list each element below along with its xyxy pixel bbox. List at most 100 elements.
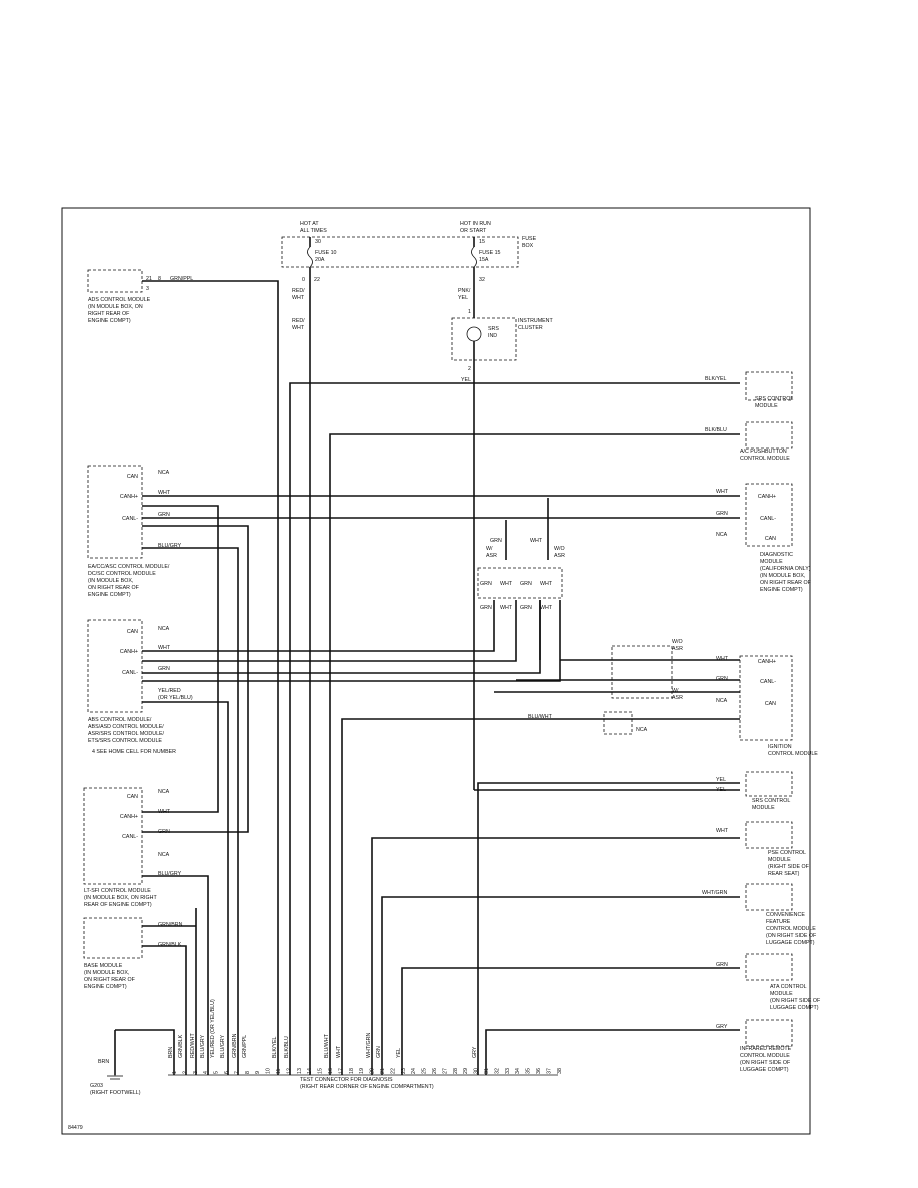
tc-wire-12: WHT/GRN	[366, 1033, 372, 1058]
opt-bot-1: WHT	[500, 605, 513, 611]
tc-pin-4: 4	[203, 1071, 209, 1074]
tc-pin-33: 33	[505, 1068, 511, 1074]
red-wht-label-a: RED/WHT	[292, 288, 305, 301]
w-asr-label-2: W/ASR	[672, 688, 683, 701]
w-asr-label: W/ASR	[486, 546, 497, 559]
ground-label: G203(RIGHT FOOTWELL)	[90, 1083, 141, 1096]
ic-pin1: 1	[468, 309, 471, 315]
diag-row-0: CANH+	[758, 494, 776, 500]
ground-symbol	[107, 1075, 123, 1080]
fuse10-pin: 30	[315, 239, 321, 245]
asr-option-box-2	[611, 645, 673, 699]
ea-module-box	[87, 465, 143, 559]
lt-row-0: CAN	[127, 794, 138, 800]
abs-row-0: CAN	[127, 629, 138, 635]
tc-pin-10: 10	[266, 1068, 272, 1074]
tc-pin-8: 8	[245, 1071, 251, 1074]
left-wire-label-4: NCA	[158, 626, 170, 632]
ads-pin-b: 8	[158, 276, 161, 282]
ign-wire-0: WHT	[716, 656, 729, 662]
diag-wire-2: NCA	[716, 532, 728, 538]
ignition-module-box	[739, 655, 793, 741]
tc-wire-6: GRN/BRN	[232, 1033, 238, 1058]
tc-pin-3: 3	[193, 1071, 199, 1074]
base-label: BASE MODULE(IN MODULE BOX,ON RIGHT REAR …	[84, 963, 136, 990]
tc-pin-36: 36	[536, 1068, 542, 1074]
abs-label: ABS CONTROL MODULE/ABS/ASD CONTROL MODUL…	[88, 717, 165, 744]
tc-pin-34: 34	[515, 1068, 521, 1074]
left-wire-label-7: YEL/RED(OR YEL/BLU)	[158, 688, 193, 701]
diag-row-2: CAN	[765, 536, 776, 542]
ea-row-1: CANH+	[120, 494, 138, 500]
ir-wire: GRY	[716, 1024, 728, 1030]
tc-pin-16: 16	[328, 1068, 334, 1074]
tc-pin-13: 13	[297, 1068, 303, 1074]
diagram-frame	[61, 207, 811, 1135]
tc-pin-32: 32	[494, 1068, 500, 1074]
tc-pin-14: 14	[307, 1068, 313, 1074]
tc-pin-22: 22	[390, 1068, 396, 1074]
ac-module-box	[745, 421, 793, 449]
abs-note: 4 SEE HOME CELL FOR NUMBER	[92, 749, 176, 755]
ac-wire: BLK/BLU	[705, 427, 727, 433]
ground-wire-label: BRN	[98, 1059, 109, 1065]
tc-pin-35: 35	[526, 1068, 532, 1074]
ign-row-1: CANL-	[760, 679, 776, 685]
tc-pin-19: 19	[359, 1068, 365, 1074]
left-wire-label-12: BLU/GRY	[158, 871, 182, 877]
opt-bot-3: WHT	[540, 605, 553, 611]
tc-wire-7: GRN/PPL	[242, 1035, 248, 1058]
tc-wire-4: YEL/RED (OR YEL/BLU)	[210, 999, 216, 1058]
tc-wire-15: GRY	[472, 1046, 478, 1058]
red-wht-label-b: RED/WHT	[292, 318, 305, 331]
tc-pin-9: 9	[255, 1071, 261, 1074]
opt-wht: WHT	[530, 538, 543, 544]
ic-wire-yel: YEL	[461, 377, 471, 383]
nca-label: NCA	[636, 727, 648, 733]
tc-wire-5: BLU/GRY	[220, 1034, 226, 1058]
tc-pin-26: 26	[432, 1068, 438, 1074]
tc-wire-0: BRN	[168, 1047, 174, 1058]
ads-module-box	[87, 269, 143, 293]
left-wire-label-8: NCA	[158, 789, 170, 795]
srs2-wire-1: YEL	[716, 787, 726, 793]
opt-top-1: WHT	[500, 581, 513, 587]
ata-wire: GRN	[716, 962, 728, 968]
tc-pin-12: 12	[286, 1068, 292, 1074]
tc-pin-23: 23	[401, 1068, 407, 1074]
tc-pin-15: 15	[318, 1068, 324, 1074]
opt-top-2: GRN	[520, 581, 532, 587]
ign-wire-1: GRN	[716, 676, 728, 682]
tc-pin-27: 27	[442, 1068, 448, 1074]
left-wire-label-3: BLU/GRY	[158, 543, 182, 549]
lt-row-1: CANH+	[120, 814, 138, 820]
srs-indicator-lamp	[466, 326, 482, 342]
left-wire-label-2: GRN	[158, 512, 170, 518]
left-wire-label-13: GRN/BRN	[158, 922, 183, 928]
trunk-wires	[142, 280, 740, 1075]
tc-pin-38: 38	[557, 1068, 563, 1074]
tc-pin-21: 21	[380, 1068, 386, 1074]
tc-pin-30: 30	[474, 1068, 480, 1074]
convenience-module-box	[745, 883, 793, 911]
ata-module-box	[745, 953, 793, 981]
tc-wire-13: GRN	[376, 1046, 382, 1058]
opt-top-0: GRN	[480, 581, 492, 587]
lt-module-box	[83, 787, 143, 885]
diag-row-1: CANL-	[760, 516, 776, 522]
abs-row-2: CANL-	[122, 670, 138, 676]
fuse10-out: 0	[302, 277, 305, 283]
tc-wire-3: BLU/GRY	[200, 1034, 206, 1058]
nca-option-box	[603, 711, 633, 735]
